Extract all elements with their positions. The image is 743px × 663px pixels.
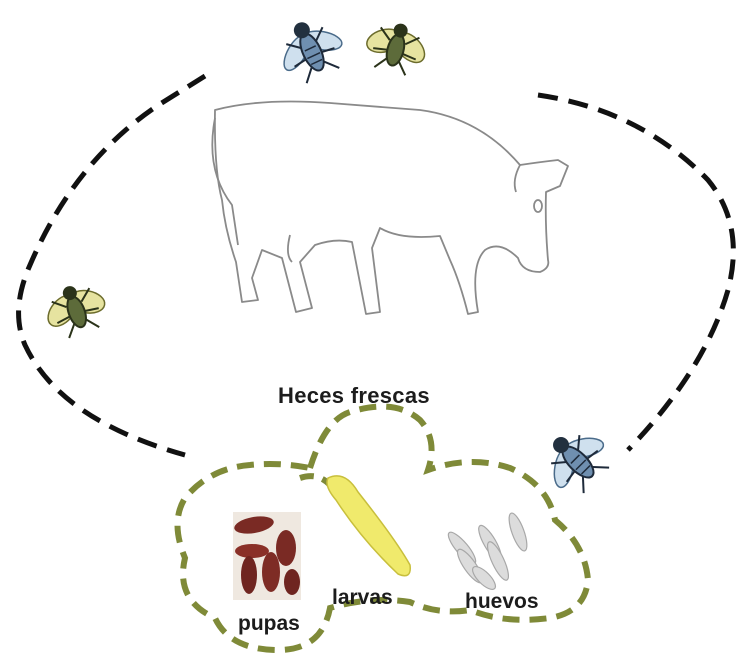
eggs-icon (445, 511, 531, 593)
huevos-label: huevos (465, 590, 539, 614)
fly-icon (35, 275, 116, 344)
pupas-label: pupas (238, 612, 300, 636)
larva-icon (327, 476, 410, 576)
life-cycle-arrow-left (19, 76, 205, 455)
life-cycle-arrow-right (538, 95, 733, 450)
cow-outline-drawing (212, 102, 568, 314)
fly-icon (357, 15, 436, 80)
pupae-photo (233, 512, 301, 600)
heces-frescas-inner-divider (300, 476, 330, 485)
fly-icon (266, 8, 355, 91)
larvas-label: larvas (332, 586, 393, 610)
heces-frescas-label: Heces frescas (278, 383, 430, 409)
fly-icon (530, 414, 621, 505)
